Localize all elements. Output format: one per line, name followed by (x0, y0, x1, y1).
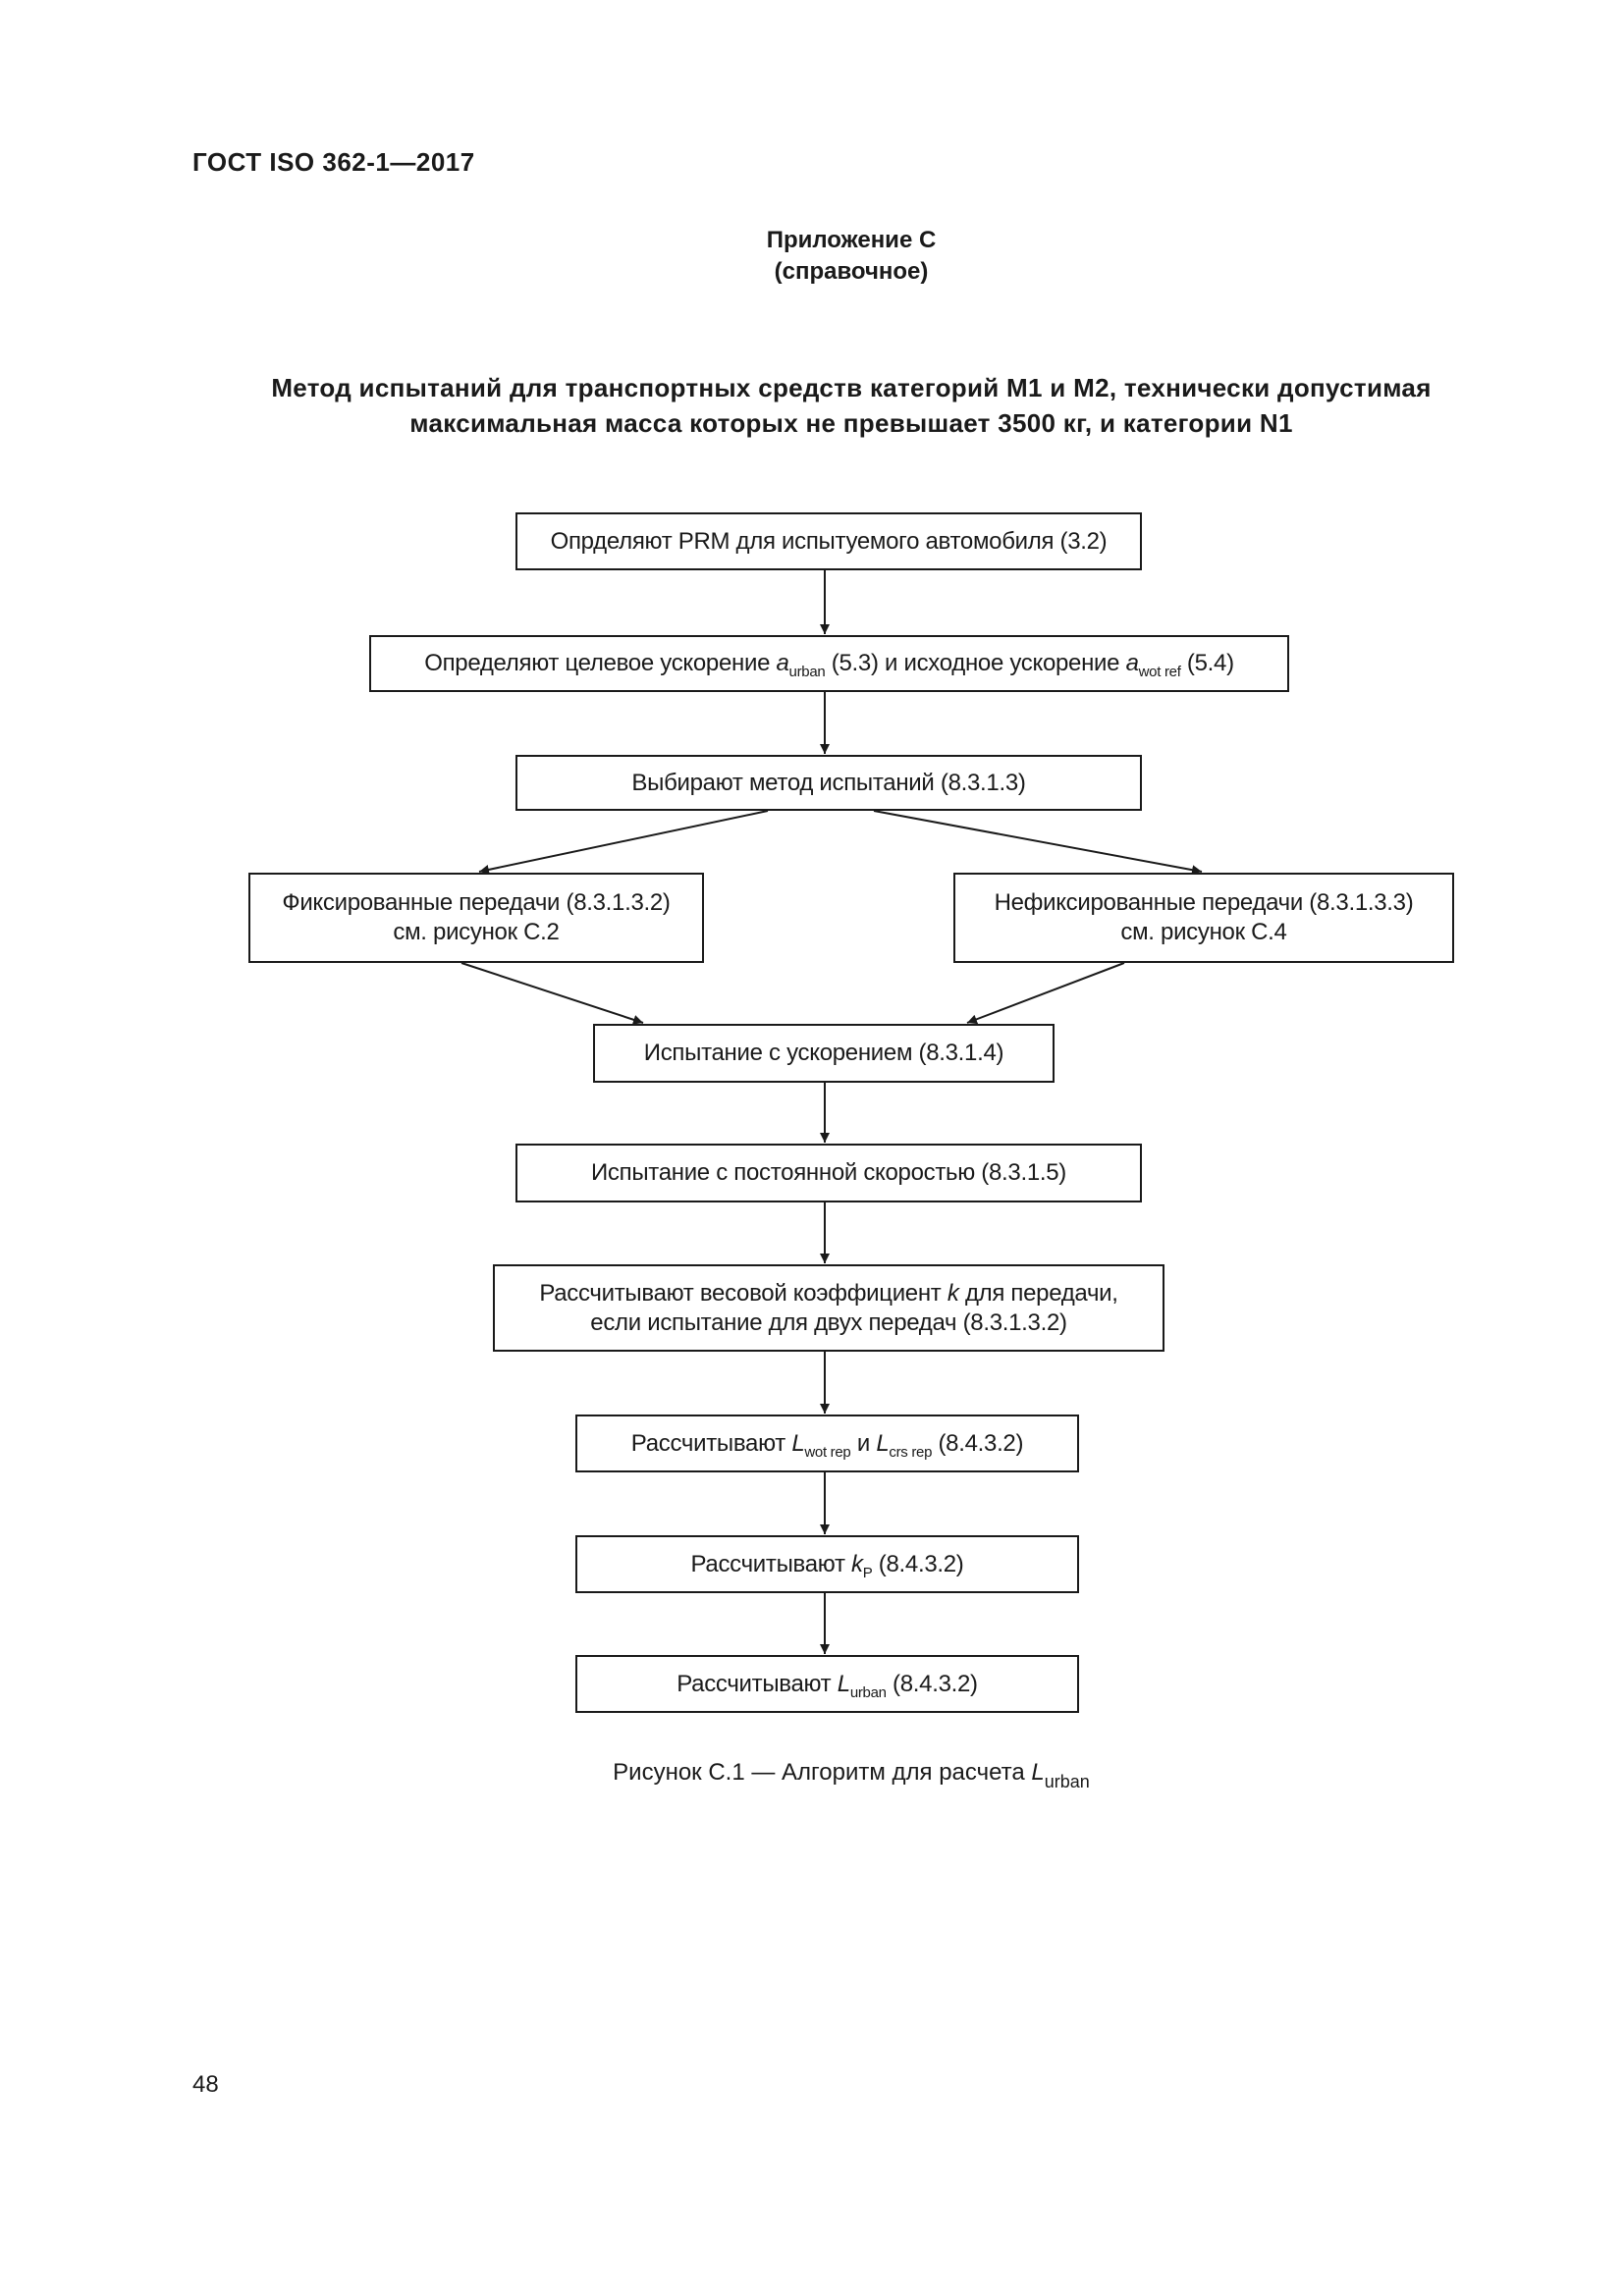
section-heading-line-2: максимальная масса которых не превышает … (409, 408, 1293, 438)
step-non-fixed-gears: Нефиксированные передачи (8.3.1.3.3) см.… (953, 873, 1454, 963)
arrow-step3-right (873, 810, 1203, 876)
arrow-left-step5 (460, 962, 644, 1025)
step-acceleration-test-text: Испытание с ускорением (8.3.1.4) (643, 1040, 1004, 1066)
figure-caption: Рисунок С.1 — Алгоритм для расчета Lurba… (613, 1759, 1090, 1791)
step-weighting-factor-line-2: если испытание для двух передач (8.3.1.3… (590, 1308, 1067, 1336)
step-calc-lurban-text: Рассчитывают Lurban (8.4.3.2) (677, 1670, 978, 1701)
step-determine-prm: Опрделяют PRM для испытуемого автомобиля… (515, 512, 1142, 570)
step-determine-prm-text: Опрделяют PRM для испытуемого автомобиля… (550, 527, 1108, 555)
step-calc-kp: Рассчитывают kP (8.4.3.2) (575, 1535, 1079, 1593)
step-calc-lurban: Рассчитывают Lurban (8.4.3.2) (575, 1655, 1079, 1713)
step-select-test-method-text: Выбирают метод испытаний (8.3.1.3) (631, 769, 1026, 796)
step-non-fixed-gears-line-2: см. рисунок С.4 (1120, 919, 1287, 945)
step-select-test-method: Выбирают метод испытаний (8.3.1.3) (515, 755, 1142, 811)
step-weighting-factor-line-1: Рассчитывают весовой коэффициент k для п… (539, 1279, 1118, 1307)
step-constant-speed-test: Испытание с постоянной скоростью (8.3.1.… (515, 1144, 1142, 1202)
step-weighting-factor: Рассчитывают весовой коэффициент k для п… (493, 1264, 1164, 1352)
step-constant-speed-test-text: Испытание с постоянной скоростью (8.3.1.… (590, 1159, 1066, 1186)
step-calc-lwot-lcrs-text: Рассчитывают Lwot rep и Lcrs rep (8.4.3.… (630, 1429, 1024, 1461)
step-fixed-gears-line-2: см. рисунок С.2 (393, 919, 560, 945)
step-acceleration-test: Испытание с ускорением (8.3.1.4) (593, 1024, 1055, 1083)
annex-title: Приложение С (766, 227, 937, 253)
step-calc-lwot-lcrs: Рассчитывают Lwot rep и Lcrs rep (8.4.3.… (575, 1415, 1079, 1472)
section-heading-line-1: Метод испытаний для транспортных средств… (271, 373, 1432, 402)
step-fixed-gears-line-1: Фиксированные передачи (8.3.1.3.2) (282, 889, 671, 916)
arrow-right-step5 (966, 962, 1125, 1025)
document-id: ГОСТ ISO 362-1—2017 (192, 147, 475, 177)
step-calc-kp-text: Рассчитывают kP (8.4.3.2) (690, 1550, 964, 1581)
step-determine-accelerations-text: Определяют целевое ускорение aurban (5.3… (424, 650, 1234, 680)
annex-status: (справочное) (774, 258, 929, 285)
page-number: 48 (192, 2071, 219, 2098)
step-non-fixed-gears-line-1: Нефиксированные передачи (8.3.1.3.3) (994, 889, 1414, 916)
step-fixed-gears: Фиксированные передачи (8.3.1.3.2) см. р… (248, 873, 704, 963)
step-determine-accelerations: Определяют целевое ускорение aurban (5.3… (369, 635, 1289, 692)
arrow-step3-left (478, 810, 769, 875)
